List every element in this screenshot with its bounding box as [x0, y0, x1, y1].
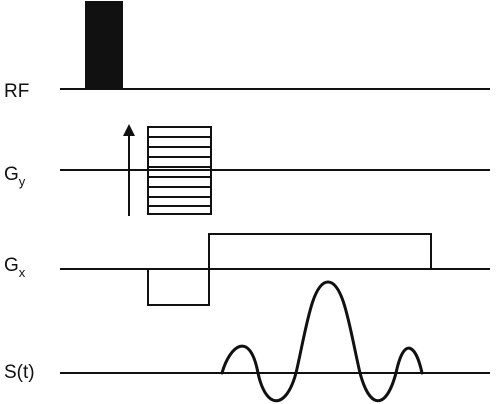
gx-channel: Gx — [4, 233, 490, 306]
rf-label: RF — [4, 81, 29, 102]
phase-encode-table — [147, 126, 212, 215]
echo-signal-waveform — [220, 280, 424, 403]
gx-readout-lobe — [208, 233, 432, 270]
signal-label: S(t) — [4, 362, 35, 383]
gx-label: Gx — [4, 255, 26, 280]
rf-channel: RF — [4, 1, 490, 102]
rf-pulse — [85, 1, 123, 89]
arrow-head-icon — [123, 124, 135, 136]
gy-channel: Gy — [4, 124, 490, 216]
signal-channel: S(t) — [4, 280, 490, 403]
gx-prephaser-lobe — [147, 268, 210, 306]
gy-label: Gy — [4, 164, 26, 189]
